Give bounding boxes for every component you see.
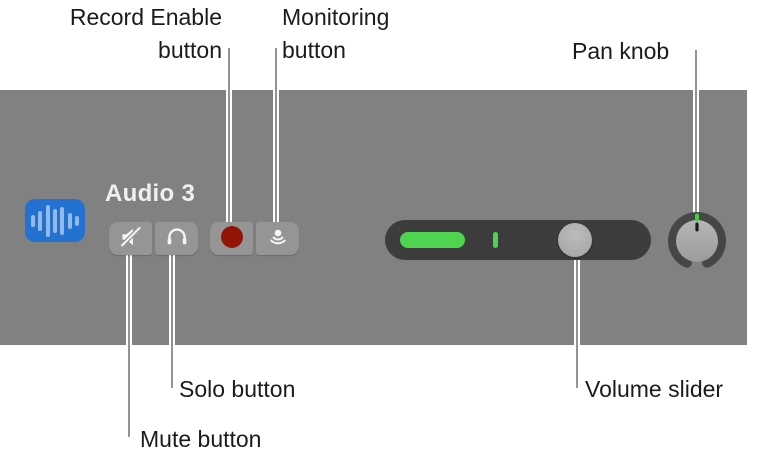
track-header-strip	[0, 90, 747, 345]
mute-solo-button-group	[109, 222, 198, 255]
callout-line-pan	[693, 50, 699, 214]
volume-level-meter	[400, 232, 465, 248]
mute-button[interactable]	[109, 222, 152, 255]
monitoring-button[interactable]	[256, 222, 299, 255]
volume-callout-label: Volume slider	[585, 376, 724, 402]
record-enable-callout-label: Record Enable button	[70, 1, 222, 67]
monitoring-callout-label: Monitoring button	[282, 1, 389, 67]
callout-line-solo	[169, 255, 175, 388]
callout-line-record-enable	[226, 48, 232, 222]
volume-slider-handle[interactable]	[558, 223, 592, 257]
volume-meter-tick	[493, 232, 498, 248]
callout-line-monitoring	[273, 48, 279, 222]
monitoring-callout-line1: Monitoring	[282, 4, 390, 30]
mute-callout-label: Mute button	[140, 426, 262, 452]
solo-button[interactable]	[155, 222, 198, 255]
record-dot-icon	[219, 224, 245, 253]
record-enable-callout-line1: Record Enable	[69, 4, 222, 30]
track-name: Audio 3	[105, 180, 196, 207]
pan-callout-label: Pan knob	[572, 38, 670, 64]
speaker-muted-icon	[118, 224, 144, 253]
monitoring-waves-icon	[265, 224, 291, 253]
monitoring-callout-line2: button	[282, 37, 346, 63]
audio-waveform-icon	[25, 199, 85, 242]
pan-knob[interactable]	[666, 210, 728, 272]
record-enable-button[interactable]	[210, 222, 253, 255]
solo-callout-label: Solo button	[179, 376, 296, 402]
record-monitoring-button-group	[210, 222, 299, 255]
volume-slider[interactable]	[385, 220, 651, 260]
callout-line-mute	[126, 255, 132, 437]
record-enable-callout-line2: button	[158, 37, 222, 63]
headphones-icon	[164, 224, 190, 253]
callout-line-volume	[574, 257, 580, 388]
